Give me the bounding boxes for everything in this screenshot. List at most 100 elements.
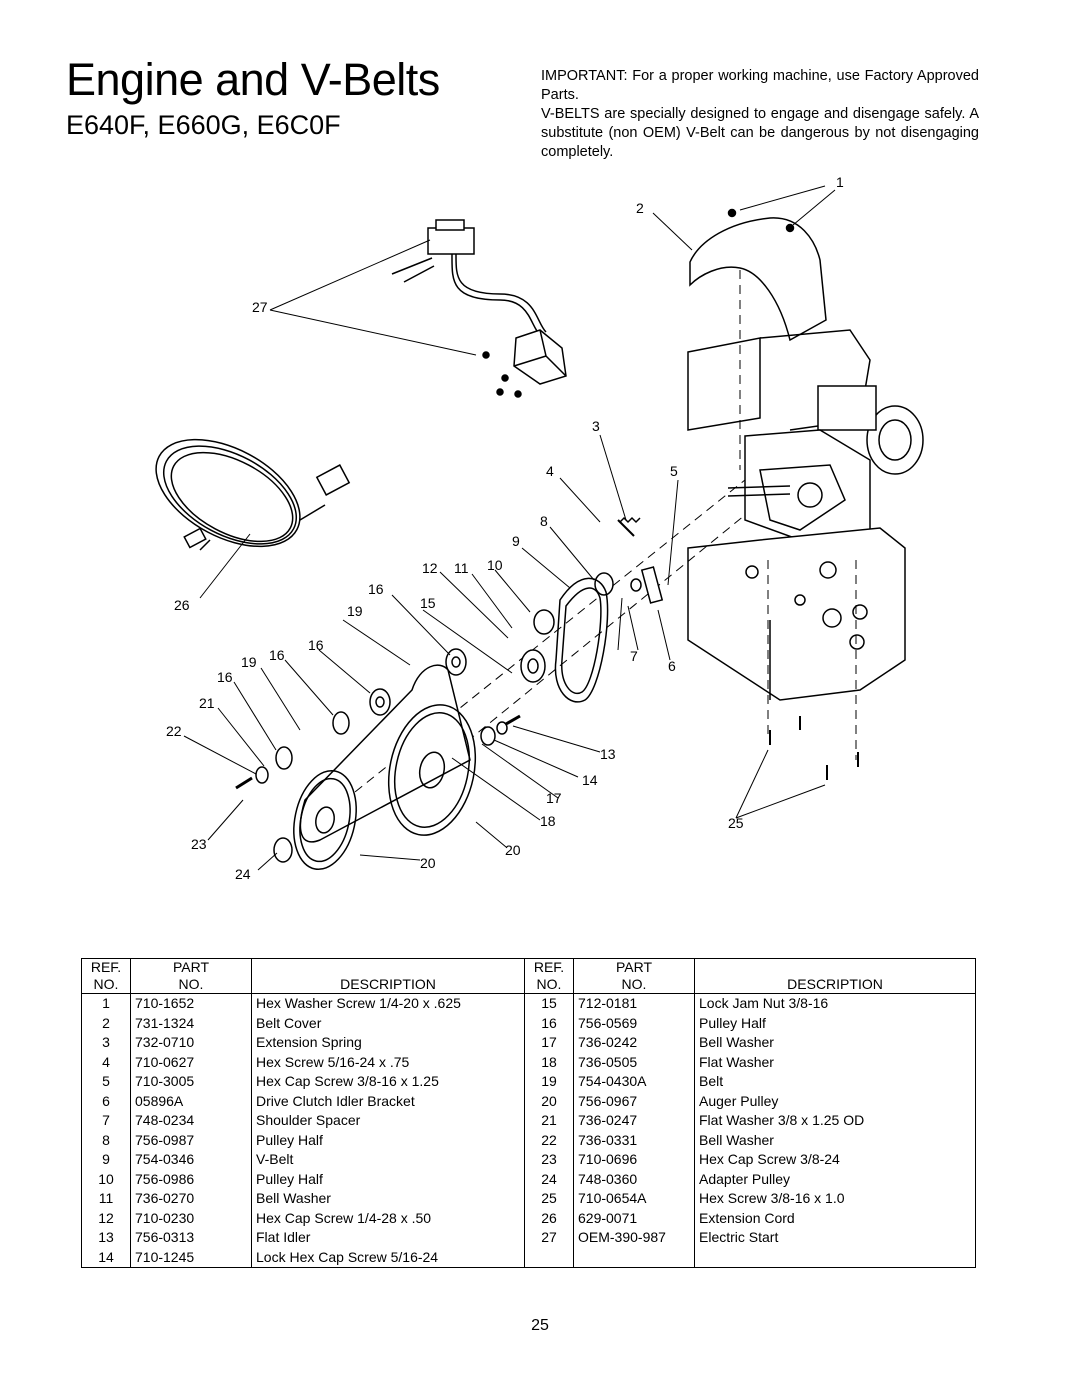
part-description: Hex Washer Screw 1/4-20 x .625 <box>251 993 525 1014</box>
ref-number: 14 <box>81 1247 131 1268</box>
callout-7: 7 <box>630 648 638 664</box>
part-description: Auger Pulley <box>699 1092 779 1109</box>
part-number: 754-0346 <box>130 1150 252 1170</box>
ref-number: 27 <box>524 1228 574 1248</box>
description-header: DESCRIPTION <box>251 976 525 994</box>
auger-belt <box>299 664 471 843</box>
callout-14: 14 <box>582 772 598 788</box>
part-number: 710-3005 <box>130 1072 252 1092</box>
part-number: 756-0967 <box>573 1091 695 1111</box>
callout-1: 1 <box>836 174 844 190</box>
part-description: Hex Cap Screw 3/8-16 x 1.25 <box>251 1072 525 1092</box>
ref-number: 2 <box>81 1013 131 1033</box>
part-description: Belt <box>699 1073 724 1089</box>
callout-16-a: 16 <box>368 581 384 597</box>
part-description: Flat Washer <box>699 1053 774 1070</box>
part-description: Bell Washer <box>699 1034 774 1050</box>
engine-body <box>687 329 924 541</box>
part-description: Hex Screw 3/8-16 x 1.0 <box>699 1190 845 1206</box>
electric-start-motor <box>482 329 567 398</box>
ref-number: 12 <box>81 1208 131 1228</box>
part-number: 736-0270 <box>130 1189 252 1209</box>
part-number: 748-0234 <box>130 1111 252 1131</box>
part-number <box>573 1247 695 1268</box>
auger-pulley <box>293 704 477 871</box>
callout-18: 18 <box>540 813 556 829</box>
part-number: OEM-390-987 <box>573 1228 695 1248</box>
ref-number: 4 <box>81 1052 131 1072</box>
part-number: 756-0569 <box>573 1013 695 1033</box>
ref-number: 20 <box>524 1091 574 1111</box>
part-number: 710-0696 <box>573 1150 695 1170</box>
part-number: 754-0430A <box>573 1072 695 1092</box>
parts-list-table: REF. PART REF. PART NO. NO. DESCRIPTION … <box>81 958 976 1268</box>
ref-header: REF. <box>81 958 131 976</box>
callout-24: 24 <box>235 866 251 882</box>
part-description: Hex Screw 5/16-24 x .75 <box>251 1052 525 1072</box>
auger-housing-frame <box>687 527 906 701</box>
part-description: Belt Cover <box>251 1013 525 1033</box>
part-no-header: NO. <box>130 976 252 994</box>
part-number: 710-1652 <box>130 993 252 1014</box>
callout-21: 21 <box>199 695 215 711</box>
part-description: Bell Washer <box>699 1131 774 1148</box>
callout-20-b: 20 <box>420 855 436 871</box>
part-description: Shoulder Spacer <box>251 1111 525 1131</box>
part-number: 756-0987 <box>130 1130 252 1150</box>
callout-12: 12 <box>422 560 438 576</box>
page-number: 25 <box>531 1317 549 1334</box>
callout-27: 27 <box>252 299 268 315</box>
ref-no-header: NO. <box>524 976 574 994</box>
description-header: DESCRIPTION <box>694 976 976 994</box>
part-description: Electric Start <box>699 1229 779 1245</box>
callout-10: 10 <box>487 557 503 573</box>
part-header: PART <box>573 958 695 976</box>
part-number: 710-1245 <box>130 1247 252 1268</box>
important-notice: IMPORTANT: For a proper working machine,… <box>541 67 979 162</box>
part-number: 710-0230 <box>130 1208 252 1228</box>
part-number: 756-0313 <box>130 1228 252 1248</box>
part-description: Flat Washer 3/8 x 1.25 OD <box>699 1112 865 1128</box>
ref-number: 24 <box>524 1169 574 1189</box>
part-no-header: NO. <box>573 976 695 994</box>
axis-hardware <box>235 648 521 863</box>
part-number: 732-0710 <box>130 1033 252 1053</box>
ref-number: 9 <box>81 1150 131 1170</box>
part-number: 710-0627 <box>130 1052 252 1072</box>
ref-number: 8 <box>81 1130 131 1150</box>
part-description: Bell Washer <box>251 1189 525 1209</box>
callout-5: 5 <box>670 463 678 479</box>
callout-6: 6 <box>668 658 676 674</box>
part-description: Extension Spring <box>251 1033 525 1053</box>
part-number: 731-1324 <box>130 1013 252 1033</box>
part-header: PART <box>130 958 252 976</box>
ref-number: 13 <box>81 1228 131 1248</box>
ref-number: 5 <box>81 1072 131 1092</box>
description-header-spacer <box>695 959 976 977</box>
ref-header: REF. <box>524 958 574 976</box>
important-text: IMPORTANT: For a proper working machine,… <box>541 68 979 103</box>
part-description: Hex Cap Screw 1/4-28 x .50 <box>251 1208 525 1228</box>
callout-20-a: 20 <box>505 842 521 858</box>
ref-number: 23 <box>524 1150 574 1170</box>
callout-4: 4 <box>546 463 554 479</box>
callout-2: 2 <box>636 200 644 216</box>
vbelts-warning-text: V-BELTS are specially designed to engage… <box>541 106 979 160</box>
ref-number: 18 <box>524 1052 574 1072</box>
part-description: Pulley Half <box>251 1169 525 1189</box>
table-header-row: NO. NO. DESCRIPTION NO. NO. DESCRIPTION <box>81 976 976 994</box>
part-number: 736-0331 <box>573 1130 695 1150</box>
ref-number: 26 <box>524 1208 574 1228</box>
electric-start-switch <box>391 219 547 336</box>
part-number: 736-0247 <box>573 1111 695 1131</box>
part-number: 736-0242 <box>573 1033 695 1053</box>
